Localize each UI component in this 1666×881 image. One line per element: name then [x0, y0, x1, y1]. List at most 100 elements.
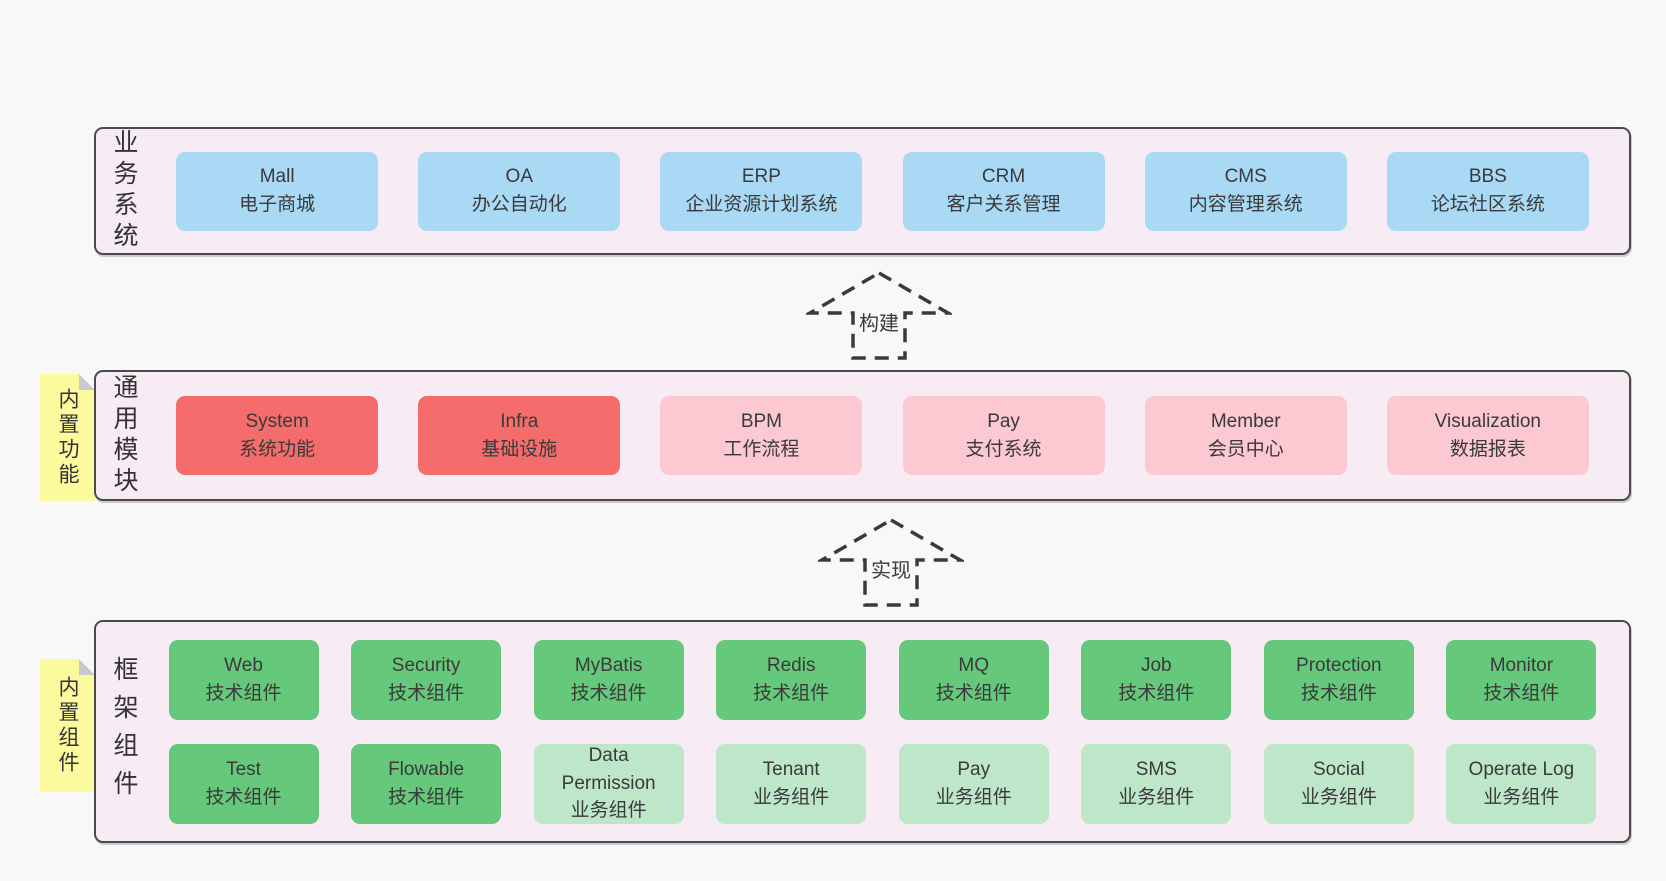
- arrow-implement: 实现: [818, 517, 964, 609]
- note-fold-corner-icon: [79, 374, 95, 390]
- box-desc: 业务组件: [1300, 786, 1377, 808]
- box-desc: 技术组件: [205, 682, 282, 704]
- box-name: Test: [226, 758, 261, 780]
- component-box-mybatis: MyBatis 技术组件: [533, 639, 684, 720]
- box-name: Tenant: [762, 758, 820, 780]
- arrow-implement-label: 实现: [867, 553, 915, 584]
- component-box-visualization: Visualization 数据报表: [1386, 396, 1589, 475]
- box-desc: 基础设施: [481, 438, 558, 460]
- component-box-protection: Protection 技术组件: [1263, 639, 1414, 720]
- component-box-flowable: Flowable 技术组件: [351, 743, 502, 824]
- box-name: Redis: [766, 654, 816, 676]
- box-desc: 技术组件: [1300, 682, 1377, 704]
- box-name: Social: [1312, 758, 1365, 780]
- box-name: MQ: [958, 654, 990, 676]
- component-box-data-permission: Data Permission 业务组件: [533, 743, 684, 824]
- box-desc: 业务组件: [570, 800, 647, 822]
- box-name: Protection: [1296, 654, 1382, 676]
- box-desc: 业务组件: [935, 786, 1012, 808]
- layer-label-common-modules: 通用模块: [110, 373, 138, 498]
- box-name: Security: [391, 654, 461, 676]
- component-box-mq: MQ 技术组件: [898, 639, 1049, 720]
- component-box-bpm: BPM 工作流程: [660, 396, 863, 475]
- box-desc: 技术组件: [753, 682, 830, 704]
- box-name: BPM: [740, 410, 783, 432]
- component-box-erp: ERP 企业资源计划系统: [660, 151, 863, 231]
- sticky-note-builtin-components: 内置组件: [40, 659, 95, 792]
- component-box-sms: SMS 业务组件: [1081, 743, 1232, 824]
- box-desc: 会员中心: [1207, 438, 1284, 460]
- box-desc: 技术组件: [1118, 682, 1195, 704]
- box-desc: 业务组件: [753, 786, 830, 808]
- component-box-mall: Mall 电子商城: [176, 151, 379, 231]
- box-name: Pay: [987, 410, 1020, 432]
- box-desc: 技术组件: [935, 682, 1012, 704]
- layer-label-business-systems: 业务系统: [110, 129, 138, 253]
- box-desc: 数据报表: [1449, 438, 1526, 460]
- box-name: Infra: [500, 410, 539, 432]
- component-box-pay: Pay 业务组件: [898, 743, 1049, 824]
- component-box-bbs: BBS 论坛社区系统: [1386, 151, 1589, 231]
- arrow-build: 构建: [806, 270, 952, 362]
- box-name: Mall: [259, 166, 295, 188]
- box-name: Member: [1210, 410, 1281, 432]
- component-box-crm: CRM 客户关系管理: [902, 151, 1105, 231]
- box-name: Operate Log: [1468, 758, 1575, 780]
- component-box-operate-log: Operate Log 业务组件: [1446, 743, 1597, 824]
- box-name: Pay: [957, 758, 991, 780]
- box-desc: 支付系统: [965, 438, 1042, 460]
- box-desc: 技术组件: [205, 786, 282, 808]
- box-desc: 办公自动化: [471, 194, 567, 215]
- box-desc: 技术组件: [388, 682, 465, 704]
- box-desc: 工作流程: [723, 438, 800, 460]
- box-desc: 业务组件: [1483, 786, 1560, 808]
- box-desc: 技术组件: [388, 786, 465, 808]
- box-desc: 业务组件: [1118, 786, 1195, 808]
- box-name: BBS: [1468, 166, 1507, 188]
- component-box-redis: Redis 技术组件: [716, 639, 867, 720]
- component-box-security: Security 技术组件: [351, 639, 502, 720]
- sticky-note-builtin-features-text: 内置功能: [56, 387, 79, 488]
- box-desc: 技术组件: [570, 682, 647, 704]
- box-name: Visualization: [1434, 410, 1541, 432]
- component-box-tenant: Tenant 业务组件: [716, 743, 867, 824]
- box-desc: 系统功能: [239, 438, 316, 460]
- component-box-social: Social 业务组件: [1263, 743, 1414, 824]
- component-box-member: Member 会员中心: [1144, 396, 1347, 475]
- component-box-web: Web 技术组件: [168, 639, 319, 720]
- box-name: Data Permission: [561, 745, 656, 794]
- box-name: Flowable: [388, 758, 465, 780]
- box-desc: 论坛社区系统: [1430, 194, 1545, 215]
- box-desc: 企业资源计划系统: [685, 194, 838, 215]
- sticky-note-builtin-components-text: 内置组件: [56, 675, 79, 776]
- box-desc: 电子商城: [239, 194, 316, 215]
- box-name: MyBatis: [574, 654, 643, 676]
- box-name: SMS: [1135, 758, 1177, 780]
- component-box-test: Test 技术组件: [168, 743, 319, 824]
- box-desc: 客户关系管理: [946, 194, 1061, 215]
- sticky-note-builtin-features: 内置功能: [40, 374, 95, 501]
- box-name: CRM: [981, 166, 1026, 188]
- component-box-pay: Pay 支付系统: [902, 396, 1105, 475]
- component-box-job: Job 技术组件: [1081, 639, 1232, 720]
- box-name: ERP: [741, 166, 781, 188]
- box-desc: 技术组件: [1483, 682, 1560, 704]
- box-name: CMS: [1224, 166, 1267, 188]
- layer-label-framework-components: 框架组件: [110, 655, 138, 808]
- box-name: Web: [224, 654, 263, 676]
- note-fold-corner-icon: [79, 659, 95, 675]
- box-name: Job: [1140, 654, 1172, 676]
- arrow-build-label: 构建: [855, 306, 903, 337]
